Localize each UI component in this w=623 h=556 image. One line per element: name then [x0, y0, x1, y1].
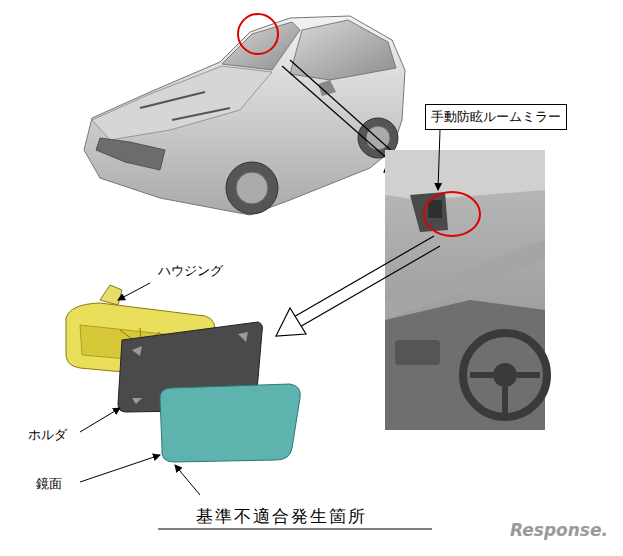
- car-illustration: [84, 14, 405, 215]
- part-name: 鏡面: [36, 475, 62, 493]
- note-text: 基準不適合発生箇所: [196, 505, 367, 528]
- callout-text: 手動防眩ルームミラー: [431, 108, 561, 126]
- interior-illustration: [385, 130, 547, 430]
- part-name: ハウジング: [158, 262, 223, 280]
- mirror-exploded-view: [66, 283, 432, 529]
- callout-box: 手動防眩ルームミラー: [425, 104, 567, 130]
- watermark: Response.: [510, 520, 608, 540]
- part-name: ホルダ: [28, 426, 67, 444]
- pointer-arrow: [276, 236, 440, 336]
